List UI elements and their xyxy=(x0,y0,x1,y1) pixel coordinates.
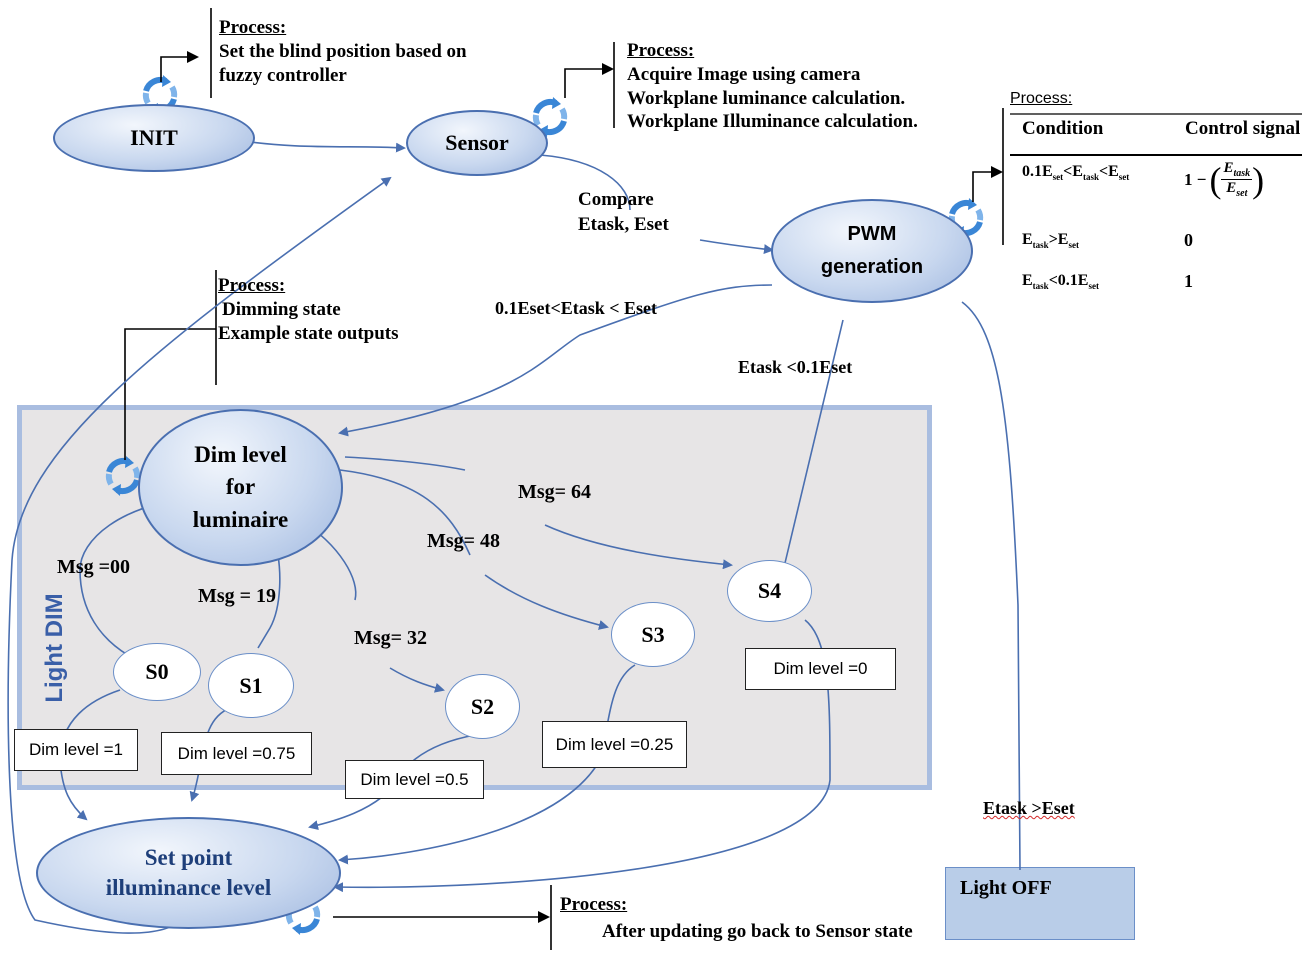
edge-dim-s2-b xyxy=(389,667,445,693)
process-connector-pwm xyxy=(972,166,1003,202)
table-row-3-condition: Etask<0.1Eset xyxy=(1022,272,1099,292)
process-init-line2: fuzzy controller xyxy=(219,64,347,86)
edge-pwm-lightoff xyxy=(961,301,1021,871)
process-connector-sensor xyxy=(564,63,614,98)
process-setpoint-line1: After updating go back to Sensor state xyxy=(602,921,913,942)
light-off-box xyxy=(945,867,1135,940)
label-msg64: Msg= 64 xyxy=(518,481,592,503)
formula-fraction: Etask Eset xyxy=(1221,160,1253,199)
state-s1-label: S1 xyxy=(239,672,263,698)
process-pwm-heading: Process: xyxy=(1010,90,1073,107)
formula-one-minus: 1 − xyxy=(1184,169,1207,189)
edge-init-sensor xyxy=(235,139,406,153)
setpoint-state-label-2: illuminance level xyxy=(105,875,272,900)
process-init-line1: Set the blind position based on xyxy=(219,40,467,62)
label-msg32: Msg= 32 xyxy=(354,627,428,649)
edge-dim-s3-b xyxy=(484,574,609,630)
state-s3[interactable]: S3 xyxy=(611,602,695,667)
init-state-label: INIT xyxy=(130,125,178,150)
sensor-state-label: Sensor xyxy=(445,130,509,155)
state-s2[interactable]: S2 xyxy=(445,674,520,739)
label-compare-2: Etask, Eset xyxy=(578,214,669,235)
process-sensor: Process: Acquire Image using camera Work… xyxy=(627,39,918,134)
label-msg19: Msg = 19 xyxy=(198,585,277,607)
state-s0[interactable]: S0 xyxy=(113,643,201,701)
dim-output-s0: Dim level =1 xyxy=(14,729,138,771)
state-s4[interactable]: S4 xyxy=(727,560,812,622)
dim-level-state[interactable]: Dim level for luminaire xyxy=(138,409,343,566)
edge-compare-pwm xyxy=(699,239,774,255)
setpoint-state-label-1: Set point xyxy=(144,845,233,870)
label-compare-1: Compare xyxy=(578,189,654,210)
process-dim: Process: Dimming state Example state out… xyxy=(218,274,399,345)
edge-dim-s3 xyxy=(339,469,471,556)
edge-sensor-pwm xyxy=(539,154,631,211)
process-init-heading: Process: xyxy=(219,17,287,38)
self-loop-icon-dim xyxy=(109,456,137,496)
edge-pwm-s4 xyxy=(784,319,844,564)
pwm-state-label-1: PWM xyxy=(847,223,897,245)
dim-state-label-3: luminaire xyxy=(192,506,289,532)
table-header-control: Control signal xyxy=(1185,118,1301,139)
dim-output-s1: Dim level =0.75 xyxy=(161,732,312,775)
process-connector-init xyxy=(160,51,199,82)
table-row-1-condition: 0.1Eset<Etask<Eset xyxy=(1022,163,1130,183)
dim-state-label-1: Dim level xyxy=(194,442,287,468)
process-connector-dim xyxy=(124,328,216,460)
process-sensor-line2: Workplane luminance calculation. xyxy=(627,87,906,109)
edge-dim-s4 xyxy=(344,456,466,471)
table-row-1-signal: 1 − ( Etask Eset ) xyxy=(1184,159,1265,200)
state-s0-label: S0 xyxy=(145,659,169,684)
pwm-state-label-2: generation xyxy=(820,256,924,278)
state-s1[interactable]: S1 xyxy=(208,653,294,718)
table-row-3-signal: 1 xyxy=(1184,271,1193,291)
dim-output-s4: Dim level =0 xyxy=(745,648,896,690)
process-setpoint-heading: Process: xyxy=(560,894,628,915)
label-msg00: Msg =00 xyxy=(57,556,131,578)
dim-output-s2: Dim level =0.5 xyxy=(345,760,484,799)
state-s3-label: S3 xyxy=(641,621,665,647)
table-row-2-condition: Etask>Eset xyxy=(1022,231,1079,251)
process-dim-line2: Example state outputs xyxy=(218,322,399,344)
process-dim-line1: Dimming state xyxy=(222,298,341,320)
state-s4-label: S4 xyxy=(757,578,782,603)
process-init: Process: Set the blind position based on… xyxy=(219,16,467,87)
state-s2-label: S2 xyxy=(470,693,495,719)
sensor-state[interactable]: Sensor xyxy=(406,110,548,176)
dim-output-s3: Dim level =0.25 xyxy=(542,721,687,768)
edge-s3-setpoint xyxy=(338,664,636,865)
process-sensor-heading: Process: xyxy=(627,40,695,61)
set-point-state[interactable]: Set point illuminance level xyxy=(36,817,341,929)
edge-dim-s0 xyxy=(79,496,196,659)
label-below: Etask <0.1Eset xyxy=(738,357,853,377)
process-sensor-line3: Workplane Illuminance calculation. xyxy=(627,111,918,133)
light-off-label: Light OFF xyxy=(960,877,1052,899)
edge-pwm-dim xyxy=(338,284,773,437)
table-header-condition: Condition xyxy=(1022,118,1104,139)
edge-setpoint-sensor xyxy=(7,176,392,934)
process-dim-heading: Process: xyxy=(218,275,286,296)
label-above: Etask >Eset xyxy=(983,798,1075,818)
label-msg48: Msg= 48 xyxy=(427,530,501,552)
process-sensor-line1: Acquire Image using camera xyxy=(627,63,861,85)
init-state[interactable]: INIT xyxy=(53,104,255,172)
edge-dim-s4-b xyxy=(544,524,733,570)
table-row-2-signal: 0 xyxy=(1184,230,1193,250)
label-range: 0.1Eset<Etask < Eset xyxy=(495,298,658,318)
pwm-generation-state[interactable]: PWM generation xyxy=(771,199,973,303)
dim-state-label-2: for xyxy=(225,474,256,500)
